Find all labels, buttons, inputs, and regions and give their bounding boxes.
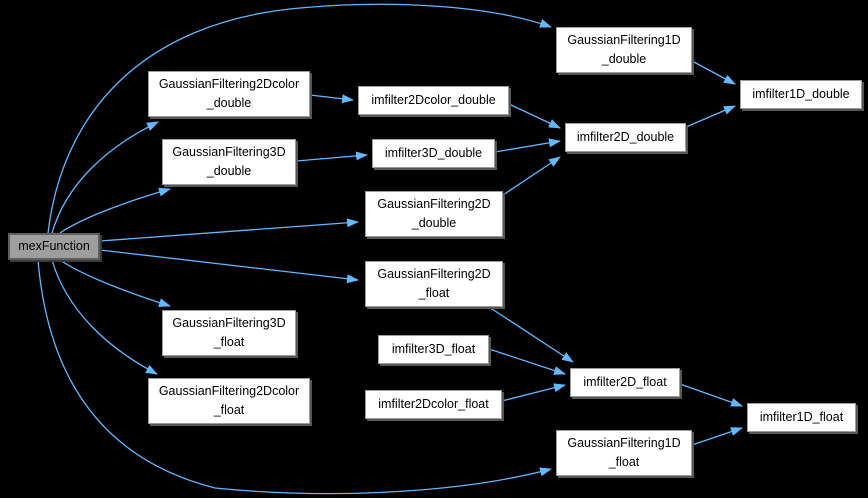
node-label-line: imfilter2D_double (576, 130, 675, 144)
node-label-line: imfilter3D_double (384, 146, 483, 160)
node-label-line: GaussianFiltering2Dcolor (158, 77, 300, 91)
edge-imfilter2D_double-to-imfilter1D_double (685, 105, 736, 128)
edge-mexFunction-to-GaussianFiltering2Dcolor_double (51, 121, 159, 234)
node-label-line: GaussianFiltering2D (377, 267, 491, 281)
edge-GaussianFiltering1D_float-to-imfilter1D_float (691, 427, 743, 446)
node-label-line: GaussianFiltering3D (172, 316, 286, 330)
edge-mexFunction-to-GaussianFiltering2D_float (99, 249, 359, 284)
node-imfilter1D_double[interactable]: imfilter1D_double (740, 80, 862, 109)
edge-mexFunction-to-GaussianFiltering3D_float (59, 259, 171, 307)
node-GaussianFiltering2D_float[interactable]: GaussianFiltering2D _float (365, 261, 503, 307)
node-GaussianFiltering2Dcolor_float[interactable]: GaussianFiltering2Dcolor _float (148, 378, 310, 424)
node-label-line: _double (601, 52, 647, 66)
edge-GaussianFiltering3D_double-to-imfilter3D_double (295, 151, 368, 162)
edge-imfilter2D_float-to-imfilter1D_float (679, 383, 743, 407)
node-label-line: _float (213, 403, 245, 417)
node-imfilter1D_float[interactable]: imfilter1D_float (747, 403, 856, 432)
node-imfilter3D_double[interactable]: imfilter3D_double (372, 139, 495, 168)
node-GaussianFiltering1D_float[interactable]: GaussianFiltering1D _float (556, 430, 692, 476)
edge-mexFunction-to-GaussianFiltering2D_double (99, 218, 359, 242)
edge-mexFunction-to-GaussianFiltering2Dcolor_float (51, 259, 158, 375)
node-imfilter2Dcolor_float[interactable]: imfilter2Dcolor_float (365, 390, 502, 419)
node-label-line: imfilter3D_float (391, 342, 476, 356)
node-label-line: _double (411, 216, 457, 230)
node-label-line: GaussianFiltering1D (567, 33, 681, 47)
node-imfilter2Dcolor_double[interactable]: imfilter2Dcolor_double (358, 86, 509, 115)
edge-imfilter3D_double-to-imfilter2D_double (494, 138, 561, 153)
node-label-line: imfilter2Dcolor_float (378, 397, 489, 411)
node-label-line: GaussianFiltering3D (172, 145, 286, 159)
edge-imfilter2Dcolor_double-to-imfilter2D_double (508, 103, 561, 129)
node-label-line: imfilter1D_float (759, 410, 844, 424)
node-GaussianFiltering1D_double[interactable]: GaussianFiltering1D _double (556, 27, 692, 73)
node-label-line: _float (608, 455, 640, 469)
node-label-line: imfilter2Dcolor_double (371, 93, 496, 107)
node-imfilter3D_float[interactable]: imfilter3D_float (378, 335, 489, 364)
node-GaussianFiltering3D_float[interactable]: GaussianFiltering3D _float (162, 310, 296, 356)
node-label-line: imfilter2D_float (583, 375, 667, 389)
edge-mexFunction-to-GaussianFiltering3D_double (59, 187, 171, 234)
node-imfilter2D_double[interactable]: imfilter2D_double (565, 123, 686, 152)
edge-GaussianFiltering2D_double-to-imfilter2D_double (502, 156, 561, 196)
node-label-line: _double (206, 164, 252, 178)
node-label-line: _float (418, 286, 450, 300)
edge-mexFunction-to-GaussianFiltering1D_float (37, 259, 552, 495)
node-GaussianFiltering3D_double[interactable]: GaussianFiltering3D _double (162, 139, 296, 185)
node-label-line: GaussianFiltering2D (377, 197, 491, 211)
node-mexFunction: mexFunction (8, 233, 100, 260)
node-label-line: mexFunction (18, 239, 90, 253)
edge-imfilter3D_float-to-imfilter2D_float (488, 348, 566, 375)
edge-GaussianFiltering2D_float-to-imfilter2D_float (488, 306, 574, 363)
node-label-line: _float (213, 335, 245, 349)
edge-GaussianFiltering2Dcolor_double-to-imfilter2Dcolor_double (309, 94, 354, 104)
node-imfilter2D_float[interactable]: imfilter2D_float (570, 368, 680, 397)
node-label-line: _double (206, 96, 252, 110)
node-GaussianFiltering2D_double[interactable]: GaussianFiltering2D _double (365, 191, 503, 237)
edge-GaussianFiltering1D_double-to-imfilter1D_double (691, 60, 736, 85)
node-label-line: GaussianFiltering2Dcolor (158, 384, 300, 398)
edge-mexFunction-to-GaussianFiltering1D_double (47, 3, 552, 234)
node-GaussianFiltering2Dcolor_double[interactable]: GaussianFiltering2Dcolor _double (148, 71, 310, 117)
edge-imfilter2Dcolor_float-to-imfilter2D_float (501, 383, 566, 402)
node-label-line: imfilter1D_double (752, 87, 850, 101)
node-label-line: GaussianFiltering1D (567, 436, 681, 450)
